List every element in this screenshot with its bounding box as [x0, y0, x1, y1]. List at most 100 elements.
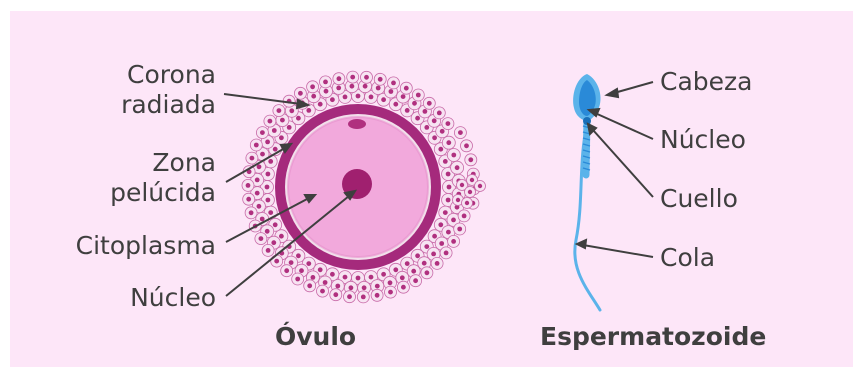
follicle-cell-nucleus — [260, 152, 265, 157]
follicle-cell-nucleus — [349, 285, 354, 290]
follicle-cell-nucleus — [289, 108, 294, 113]
label-corona-radiada-text: Corona radiada — [100, 60, 216, 120]
follicle-cell-nucleus — [266, 248, 271, 253]
follicle-cell-nucleus — [465, 201, 469, 205]
follicle-cell-nucleus — [268, 119, 273, 124]
follicle-cell-nucleus — [400, 275, 405, 280]
follicle-cell-nucleus — [437, 111, 442, 116]
follicle-cell-nucleus — [318, 102, 323, 107]
follicle-cell-nucleus — [451, 239, 456, 244]
follicle-cell-nucleus — [401, 285, 406, 290]
follicle-cell-nucleus — [273, 147, 278, 152]
label-cabeza: Cabeza — [660, 67, 752, 97]
follicle-cell-nucleus — [296, 116, 301, 121]
follicle-cell-nucleus — [361, 295, 366, 300]
follicle-cell-nucleus — [438, 147, 443, 152]
follicle-cell-nucleus — [468, 157, 473, 162]
follicle-cell-nucleus — [257, 164, 262, 169]
follicle-cell-nucleus — [389, 89, 394, 94]
follicle-cell-nucleus — [255, 191, 260, 196]
follicle-cell-nucleus — [254, 143, 259, 148]
follicle-cell-nucleus — [451, 218, 456, 223]
follicle-cell-nucleus — [324, 89, 329, 94]
follicle-cell-nucleus — [260, 130, 265, 135]
follicle-cell-nucleus — [391, 81, 396, 86]
follicle-cell-nucleus — [393, 267, 398, 272]
follicle-cell-nucleus — [259, 236, 264, 241]
follicle-cell-nucleus — [246, 197, 251, 202]
follicle-cell-nucleus — [435, 261, 440, 266]
follicle-cell-nucleus — [265, 229, 270, 234]
follicle-cell-nucleus — [456, 198, 460, 202]
follicle-cell-nucleus — [295, 277, 300, 282]
label-cuello: Cuello — [660, 184, 738, 214]
follicle-cell-nucleus — [306, 108, 311, 113]
follicle-cell-nucleus — [347, 294, 352, 299]
follicle-cell-nucleus — [333, 292, 338, 297]
follicle-cell-nucleus — [478, 184, 482, 188]
follicle-cell-nucleus — [381, 97, 386, 102]
title-espermatozoide: Espermatozoide — [540, 322, 766, 352]
follicle-cell-nucleus — [330, 272, 335, 277]
follicle-cell-nucleus — [268, 159, 273, 164]
follicle-cell-nucleus — [265, 140, 270, 145]
follicle-cell-nucleus — [404, 86, 409, 91]
follicle-cell-nucleus — [447, 185, 452, 190]
label-zona-pelucida-text: Zona pelúcida — [100, 148, 216, 208]
follicle-cell-nucleus — [364, 75, 369, 80]
follicle-cell-nucleus — [460, 183, 464, 187]
follicle-cell-nucleus — [307, 283, 312, 288]
follicle-cell-nucleus — [279, 234, 284, 239]
follicle-cell-nucleus — [320, 289, 325, 294]
follicle-cell-nucleus — [431, 252, 436, 257]
follicle-cell-nucleus — [457, 227, 462, 232]
follicle-cell-nucleus — [401, 94, 406, 99]
follicle-cell-nucleus — [289, 260, 294, 265]
follicle-cell-nucleus — [375, 284, 380, 289]
follicle-cell-nucleus — [413, 278, 418, 283]
follicle-cell-nucleus — [446, 121, 451, 126]
follicle-cell-nucleus — [246, 183, 251, 188]
follicle-cell-nucleus — [423, 109, 428, 114]
follicle-cell-nucleus — [422, 261, 427, 266]
follicle-cell-nucleus — [298, 91, 303, 96]
follicle-cell-nucleus — [432, 118, 437, 123]
follicle-cell-nucleus — [405, 108, 410, 113]
follicle-cell-nucleus — [260, 217, 265, 222]
cola-leader-arrow — [577, 240, 586, 248]
cabeza-leader-line — [614, 82, 653, 93]
follicle-cell-nucleus — [318, 267, 323, 272]
follicle-cell-nucleus — [343, 95, 348, 100]
follicle-cell-nucleus — [265, 185, 270, 190]
follicle-cell-nucleus — [284, 268, 289, 273]
follicle-cell-nucleus — [446, 230, 451, 235]
follicle-cell-nucleus — [249, 210, 254, 215]
follicle-cell-nucleus — [415, 116, 420, 121]
follicle-cell-nucleus — [375, 293, 380, 298]
follicle-cell-nucleus — [444, 251, 449, 256]
title-ovulo: Óvulo — [275, 322, 356, 352]
follicle-cell-nucleus — [287, 125, 292, 130]
follicle-cell-nucleus — [356, 94, 361, 99]
follicle-cell-nucleus — [277, 108, 282, 113]
follicle-cell-nucleus — [443, 210, 448, 215]
follicle-cell-nucleus — [440, 129, 445, 134]
label-citoplasma: Citoplasma — [60, 231, 216, 261]
follicle-cell-nucleus — [272, 128, 277, 133]
follicle-cell-nucleus — [268, 210, 273, 215]
follicle-cell-nucleus — [462, 214, 467, 219]
follicle-cell-nucleus — [350, 75, 355, 80]
follicle-cell-nucleus — [311, 275, 316, 280]
nucleo-sperm-leader-line — [595, 113, 653, 139]
cuello-leader-line — [593, 130, 653, 197]
cola-leader-line — [583, 245, 653, 257]
follicle-cell-nucleus — [274, 259, 279, 264]
follicle-cell-nucleus — [337, 76, 342, 81]
follicle-cell-nucleus — [279, 135, 284, 140]
follicle-cell-nucleus — [369, 275, 374, 280]
follicle-cell-nucleus — [424, 244, 429, 249]
label-cola: Cola — [660, 243, 715, 273]
follicle-cell-nucleus — [438, 222, 443, 227]
follicle-cell-nucleus — [273, 222, 278, 227]
